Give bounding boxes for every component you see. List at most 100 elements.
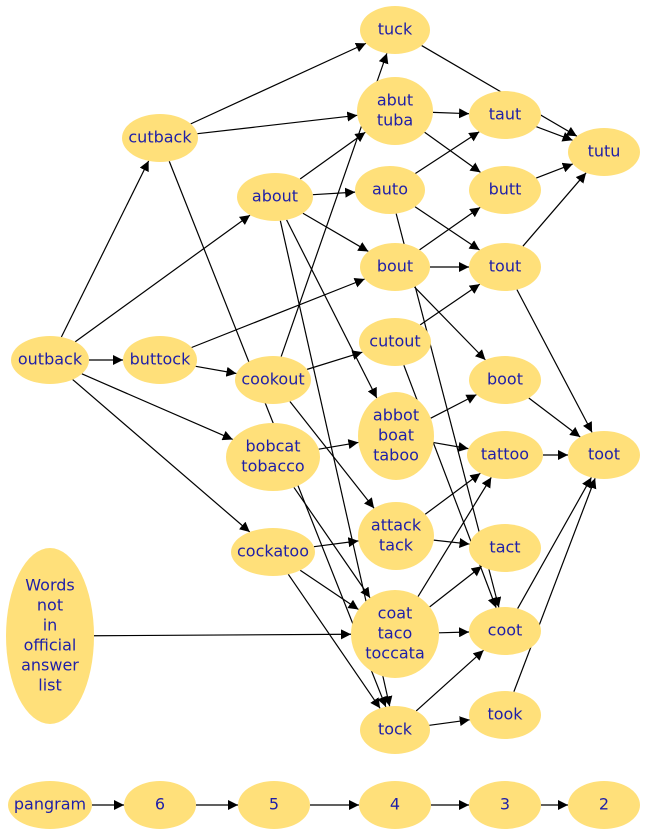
node-ellipse xyxy=(124,781,196,829)
node-label: cutout xyxy=(369,332,420,351)
node-ellipse xyxy=(231,528,315,576)
node-ellipse xyxy=(568,781,640,829)
node-label: buttock xyxy=(130,350,191,369)
node-label: tack xyxy=(379,536,414,555)
node-label: took xyxy=(487,705,523,724)
node-n6: 6 xyxy=(124,781,196,829)
edge-abbot-to-boot xyxy=(430,394,477,419)
edge-tock-to-coot xyxy=(415,649,484,712)
node-label: official xyxy=(24,636,77,655)
node-label: cockatoo xyxy=(237,542,309,561)
node-label: not xyxy=(37,596,63,615)
node-label: toot xyxy=(588,445,620,464)
edge-auto-to-tout xyxy=(414,206,480,251)
node-ellipse xyxy=(358,392,434,480)
edge-bout-to-butt xyxy=(419,206,481,251)
edge-cookout-to-cutout xyxy=(306,350,363,370)
node-ellipse xyxy=(355,166,425,214)
node-ellipse xyxy=(467,431,543,479)
node-ellipse xyxy=(469,524,541,572)
node-label: tattoo xyxy=(481,445,529,464)
node-ellipse xyxy=(237,173,313,221)
node-label: taut xyxy=(489,105,522,124)
node-label: 5 xyxy=(269,795,279,814)
edge-outback-to-cockatoo xyxy=(72,379,251,533)
node-label: bobcat xyxy=(246,437,301,456)
edge-about-to-abut xyxy=(299,131,366,180)
node-label: tact xyxy=(489,538,520,557)
node-label: 3 xyxy=(500,795,510,814)
edge-outback-to-about xyxy=(74,214,251,343)
edge-about-to-auto xyxy=(312,187,356,198)
edge-butt-to-tutu xyxy=(535,162,574,179)
edge-abbot-to-tattoo xyxy=(433,441,469,452)
node-ellipse xyxy=(351,590,439,678)
node-tattoo: tattoo xyxy=(467,431,543,479)
node-ellipse xyxy=(357,77,433,145)
edge-tuck-to-tutu xyxy=(421,45,578,137)
node-label: pangram xyxy=(14,795,86,814)
node-coot: coot xyxy=(469,607,541,655)
node-ellipse xyxy=(360,243,430,291)
edge-about-to-abbot xyxy=(286,219,378,399)
node-tock: tock xyxy=(360,706,430,754)
edge-auto-to-taut xyxy=(415,131,480,174)
node-ellipse xyxy=(6,548,94,724)
node-n2: 2 xyxy=(568,781,640,829)
node-ellipse xyxy=(360,706,430,754)
node-cutback: cutback xyxy=(122,114,198,162)
node-label: about xyxy=(252,187,298,206)
node-label: coot xyxy=(488,621,523,640)
node-outback: outback xyxy=(11,336,89,384)
edge-outback-to-bobcat xyxy=(81,373,233,441)
edge-tout-to-tutu xyxy=(522,172,587,247)
node-label: list xyxy=(38,676,62,695)
edge-bobcat-to-coat xyxy=(293,487,371,599)
node-cutout: cutout xyxy=(359,318,431,366)
node-ellipse xyxy=(358,502,434,570)
node-label: butt xyxy=(489,180,522,199)
node-toot: toot xyxy=(568,431,640,479)
node-cookout: cookout xyxy=(235,356,311,404)
edge-coat-to-coot xyxy=(438,627,470,638)
node-bout: bout xyxy=(360,243,430,291)
node-label: answer xyxy=(21,656,79,675)
node-label: taco xyxy=(378,624,413,643)
edge-abut-to-butt xyxy=(424,131,481,173)
node-label: tock xyxy=(378,720,413,739)
node-label: in xyxy=(43,616,58,635)
edge-boot-to-toot xyxy=(528,397,581,438)
node-tout: tout xyxy=(469,243,541,291)
edge-about-to-bout xyxy=(302,212,369,252)
node-ellipse xyxy=(469,166,541,214)
node-label: tuba xyxy=(377,111,413,130)
edge-tout-to-toot xyxy=(516,289,593,433)
node-label: attack xyxy=(371,516,422,535)
node-label: Words xyxy=(25,576,74,595)
node-label: boat xyxy=(378,426,414,445)
edge-bobcat-to-abbot xyxy=(318,439,359,450)
edge-tock-to-took xyxy=(429,716,470,727)
edge-cockatoo-to-tock xyxy=(287,574,381,709)
node-label: bout xyxy=(377,257,413,276)
node-label: auto xyxy=(372,180,408,199)
node-tutu: tutu xyxy=(568,128,640,176)
node-label: taboo xyxy=(373,446,419,465)
node-ellipse xyxy=(568,128,640,176)
node-buttock: buttock xyxy=(123,336,197,384)
node-ellipse xyxy=(123,336,197,384)
edge-cutback-to-abut xyxy=(197,111,358,135)
node-ellipse xyxy=(360,6,430,54)
node-butt: butt xyxy=(469,166,541,214)
edge-cockatoo-to-coat xyxy=(299,569,359,610)
node-ellipse xyxy=(359,781,431,829)
node-label: cookout xyxy=(241,370,304,389)
node-ellipse xyxy=(122,114,198,162)
node-pangram: pangram xyxy=(8,781,92,829)
node-ellipse xyxy=(226,423,320,491)
edge-attack-to-tattoo xyxy=(424,472,481,515)
